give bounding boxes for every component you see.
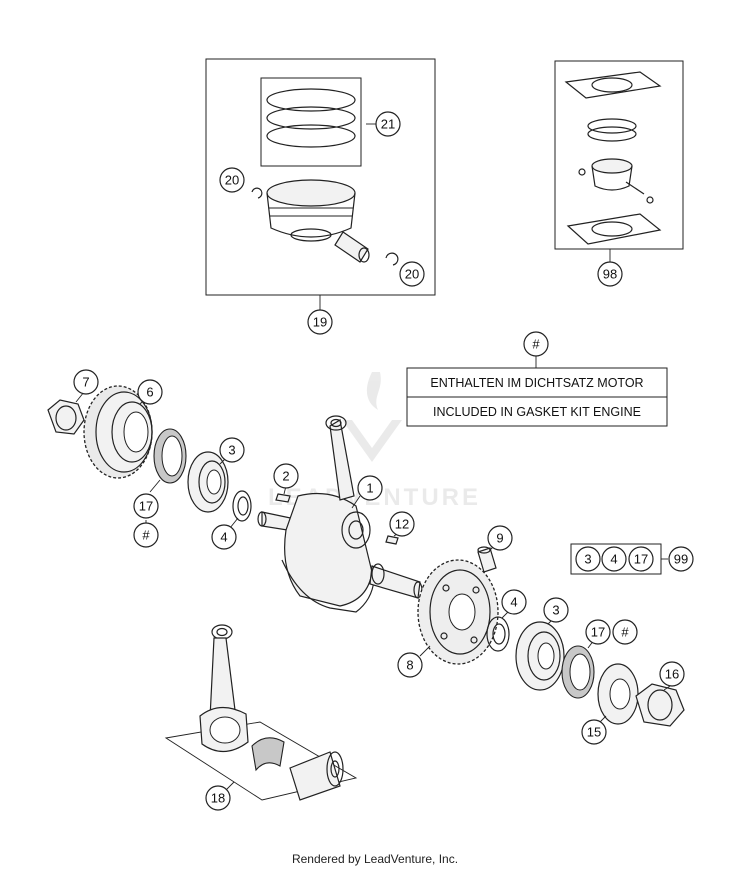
svg-text:17: 17	[591, 625, 605, 640]
callout-19: 19	[307, 309, 333, 335]
svg-text:8: 8	[406, 658, 413, 673]
callout-16: 16	[659, 661, 685, 687]
callout-7: 7	[73, 369, 99, 395]
svg-text:15: 15	[587, 725, 601, 740]
kit-callout-3: 3	[575, 546, 601, 572]
callout-hash-left: #	[133, 522, 159, 548]
kit-callout-17: 17	[628, 546, 654, 572]
left-side-parts	[47, 385, 252, 530]
callout-hash-note: #	[523, 331, 549, 357]
svg-text:1: 1	[366, 481, 373, 496]
footer-credit: Rendered by LeadVenture, Inc.	[291, 852, 459, 866]
svg-text:20: 20	[405, 267, 419, 282]
callout-20-bottom: 20	[399, 261, 425, 287]
svg-text:4: 4	[510, 595, 517, 610]
callouts: 21 20 20 19 98 # 7 6 3 2 1 17 # 4 12 9 4…	[73, 111, 694, 811]
callout-4-left: 4	[211, 524, 237, 550]
svg-text:#: #	[621, 625, 629, 640]
callout-2: 2	[273, 463, 299, 489]
svg-text:98: 98	[603, 267, 617, 282]
svg-text:2: 2	[282, 469, 289, 484]
callout-hash-right: #	[612, 619, 638, 645]
svg-text:4: 4	[220, 530, 227, 545]
callout-18: 18	[205, 785, 231, 811]
callout-8: 8	[397, 652, 423, 678]
callout-9: 9	[487, 525, 513, 551]
right-side-parts	[417, 545, 685, 727]
callout-17-left: 17	[133, 493, 159, 519]
callout-1: 1	[357, 475, 383, 501]
callout-3-right: 3	[543, 597, 569, 623]
svg-text:21: 21	[381, 117, 395, 132]
svg-text:6: 6	[146, 385, 153, 400]
callout-6: 6	[137, 379, 163, 405]
svg-text:20: 20	[225, 173, 239, 188]
piston-group-box	[205, 58, 436, 310]
gasket-kit-note: ENTHALTEN IM DICHTSATZ MOTOR INCLUDED IN…	[406, 356, 668, 427]
kit-callout-4: 4	[601, 546, 627, 572]
svg-text:#: #	[532, 337, 540, 352]
note-line-en: INCLUDED IN GASKET KIT ENGINE	[433, 405, 641, 419]
bearing-kit-box	[570, 543, 668, 575]
svg-text:3: 3	[584, 552, 591, 567]
svg-text:9: 9	[496, 531, 503, 546]
note-line-de: ENTHALTEN IM DICHTSATZ MOTOR	[430, 376, 643, 390]
svg-text:99: 99	[674, 552, 688, 567]
svg-text:19: 19	[313, 315, 327, 330]
svg-text:7: 7	[82, 375, 89, 390]
svg-text:16: 16	[665, 667, 679, 682]
svg-text:17: 17	[634, 552, 648, 567]
callout-21: 21	[375, 111, 401, 137]
svg-text:17: 17	[139, 499, 153, 514]
connecting-rod-assembly	[164, 624, 358, 801]
crankshaft	[257, 415, 423, 613]
callout-99: 99	[668, 546, 694, 572]
callout-15: 15	[581, 719, 607, 745]
svg-text:4: 4	[610, 552, 617, 567]
svg-text:18: 18	[211, 791, 225, 806]
gasket-set-box	[554, 60, 684, 262]
svg-text:3: 3	[228, 443, 235, 458]
svg-text:#: #	[142, 528, 150, 543]
callout-12: 12	[389, 511, 415, 537]
callout-17-right: 17	[585, 619, 611, 645]
callout-20-top: 20	[219, 167, 245, 193]
callout-4-right: 4	[501, 589, 527, 615]
callout-98: 98	[597, 261, 623, 287]
callout-3-left: 3	[219, 437, 245, 463]
svg-text:3: 3	[552, 603, 559, 618]
svg-text:12: 12	[395, 517, 409, 532]
